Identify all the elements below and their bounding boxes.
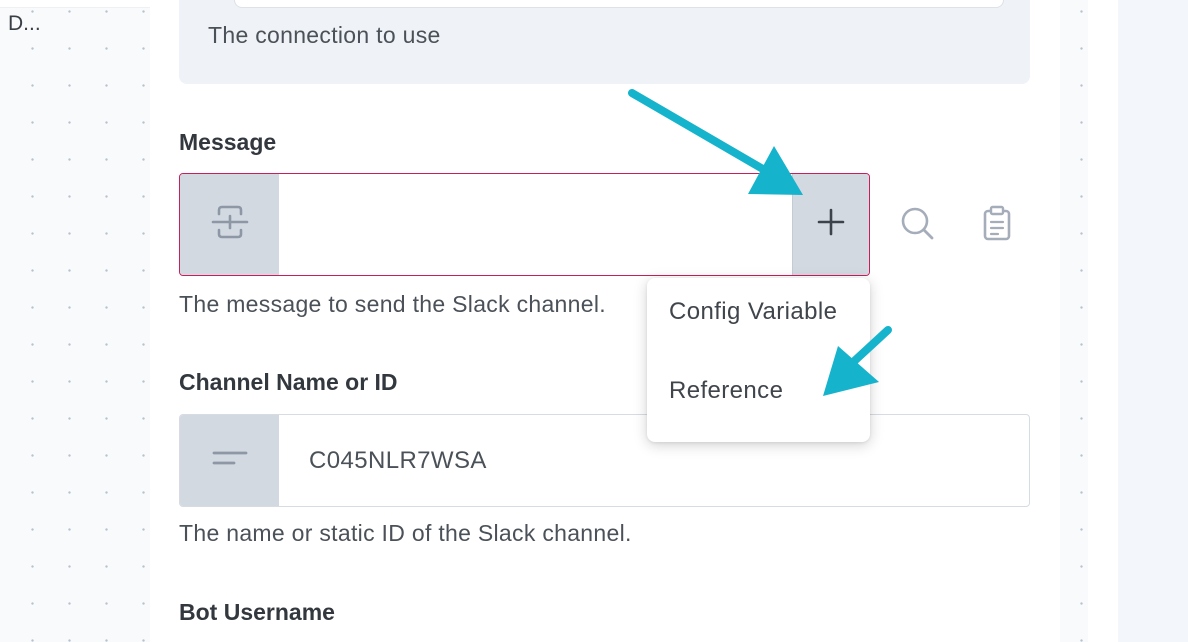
template-insert-icon	[211, 205, 249, 244]
message-prefix	[180, 174, 279, 275]
connection-select[interactable]	[234, 0, 1004, 8]
channel-input-group: C045NLR7WSA	[179, 414, 1030, 507]
right-sidebar	[1118, 0, 1188, 642]
channel-help: The name or static ID of the Slack chann…	[179, 520, 632, 546]
bot-username-label: Bot Username	[179, 599, 335, 625]
right-gutter	[1088, 0, 1118, 642]
insert-value-button[interactable]	[792, 174, 869, 275]
canvas-dot-grid-right	[1060, 0, 1088, 642]
connection-field: The connection to use	[179, 0, 1030, 84]
canvas-dot-grid-left	[0, 0, 150, 642]
connection-help: The connection to use	[208, 22, 441, 48]
truncated-tab	[0, 0, 170, 8]
insert-menu: Config Variable Reference	[647, 278, 870, 442]
canvas-node-label[interactable]: D...	[8, 12, 41, 35]
clipboard-button[interactable]	[977, 205, 1017, 245]
channel-prefix	[180, 415, 279, 506]
channel-input[interactable]: C045NLR7WSA	[309, 446, 487, 474]
menu-item-reference[interactable]: Reference	[669, 377, 784, 404]
message-input[interactable]	[279, 174, 792, 275]
search-icon	[899, 205, 935, 246]
channel-label: Channel Name or ID	[179, 369, 398, 395]
plus-icon	[816, 207, 846, 242]
step-config-panel: The connection to use Message	[150, 0, 1060, 642]
message-help: The message to send the Slack channel.	[179, 291, 606, 317]
clipboard-icon	[982, 205, 1012, 246]
search-button[interactable]	[897, 205, 937, 245]
menu-item-config-variable[interactable]: Config Variable	[669, 298, 838, 325]
message-label: Message	[179, 129, 277, 155]
message-input-group	[179, 173, 870, 276]
text-lines-icon	[212, 448, 248, 473]
